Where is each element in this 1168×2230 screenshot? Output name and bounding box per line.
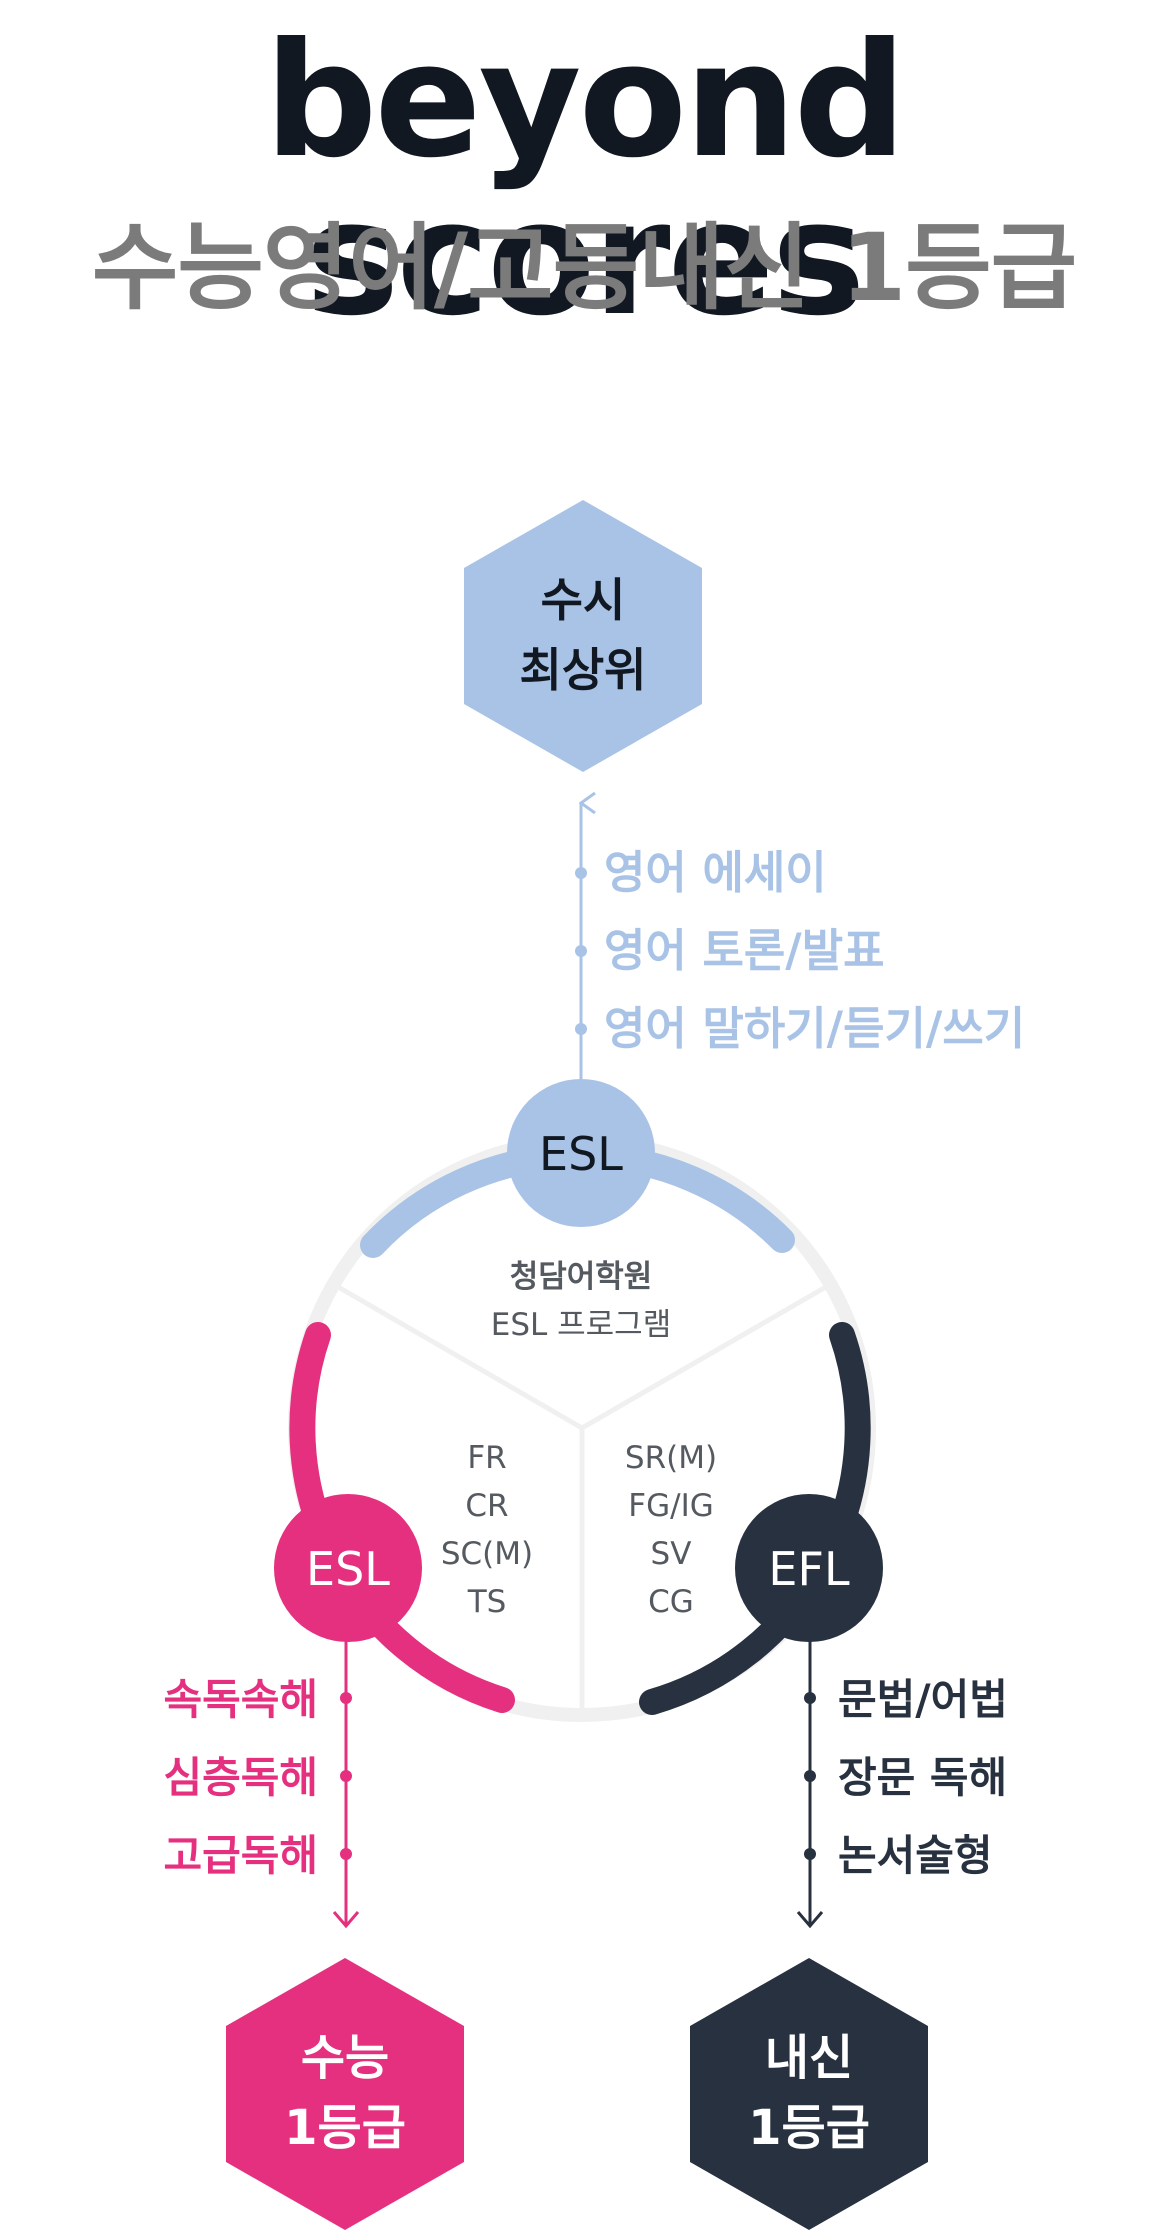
left-hexagon xyxy=(226,1958,464,2230)
left-code: FR xyxy=(467,1440,506,1476)
center-line1: 청담어학원 xyxy=(510,1259,653,1295)
left-hex-line1: 수능 xyxy=(301,2030,389,2086)
left-skill-dot xyxy=(340,1692,352,1704)
top-skill-dot xyxy=(575,945,587,957)
right-code: FG/IG xyxy=(628,1488,713,1524)
top-skill-dot xyxy=(575,867,587,879)
headline: beyond scores xyxy=(264,9,906,351)
right-hexagon xyxy=(690,1958,928,2230)
right-node-label: EFL xyxy=(768,1542,850,1596)
left-code: CR xyxy=(465,1488,508,1524)
right-hex-line2: 1등급 xyxy=(748,2100,870,2156)
left-codes: FR CR SC(M) TS xyxy=(441,1440,533,1620)
left-skill-deep-reading: 심층독해 xyxy=(163,1753,318,1802)
right-code: SR(M) xyxy=(625,1440,717,1476)
top-skill-dot xyxy=(575,1023,587,1035)
top-node-label: ESL xyxy=(539,1127,623,1181)
right-branch: 문법/어법 장문 독해 논서술형 EFL 내신 1등급 xyxy=(690,1494,1008,2230)
left-hex-line2: 1등급 xyxy=(284,2100,406,2156)
left-node-label: ESL xyxy=(306,1542,390,1596)
right-hex-line1: 내신 xyxy=(765,2030,853,2086)
center-line2: ESL 프로그램 xyxy=(491,1307,671,1343)
right-skill-dot xyxy=(804,1770,816,1782)
right-code: CG xyxy=(648,1584,694,1620)
left-skill-speed-reading: 속독속해 xyxy=(163,1675,318,1724)
top-hex-line2: 최상위 xyxy=(520,643,647,697)
right-skill-dot xyxy=(804,1692,816,1704)
top-skill-debate: 영어 토론/발표 xyxy=(604,924,885,977)
right-code: SV xyxy=(651,1536,692,1572)
left-code: SC(M) xyxy=(441,1536,533,1572)
right-skill-grammar: 문법/어법 xyxy=(838,1675,1008,1724)
left-skill-advanced-reading: 고급독해 xyxy=(163,1831,318,1880)
top-hexagon xyxy=(464,500,702,772)
left-skill-dot xyxy=(340,1848,352,1860)
left-skill-dot xyxy=(340,1770,352,1782)
top-skill-essay: 영어 에세이 xyxy=(604,846,827,899)
right-skill-long-reading: 장문 독해 xyxy=(838,1753,1007,1802)
right-node xyxy=(735,1494,883,1642)
subtitle: 수능영어/고등내신 1등급 xyxy=(91,214,1077,323)
right-arrow-head xyxy=(796,1911,824,1929)
top-node xyxy=(507,1079,655,1227)
right-skill-essay-writing: 논서술형 xyxy=(838,1831,993,1880)
left-arrow-head xyxy=(332,1911,360,1929)
top-skill-speaking: 영어 말하기/듣기/쓰기 xyxy=(604,1002,1025,1055)
top-hex-line1: 수시 xyxy=(541,573,626,627)
ring-dividers xyxy=(331,1281,833,1715)
left-code: TS xyxy=(467,1584,507,1620)
top-branch: 영어 에세이 영어 토론/발표 영어 말하기/듣기/쓰기 수시 최상위 ESL xyxy=(464,500,1025,1227)
left-node xyxy=(274,1494,422,1642)
left-branch: 속독속해 심층독해 고급독해 ESL 수능 1등급 xyxy=(163,1494,464,2230)
right-codes: SR(M) FG/IG SV CG xyxy=(625,1440,717,1620)
right-skill-dot xyxy=(804,1848,816,1860)
